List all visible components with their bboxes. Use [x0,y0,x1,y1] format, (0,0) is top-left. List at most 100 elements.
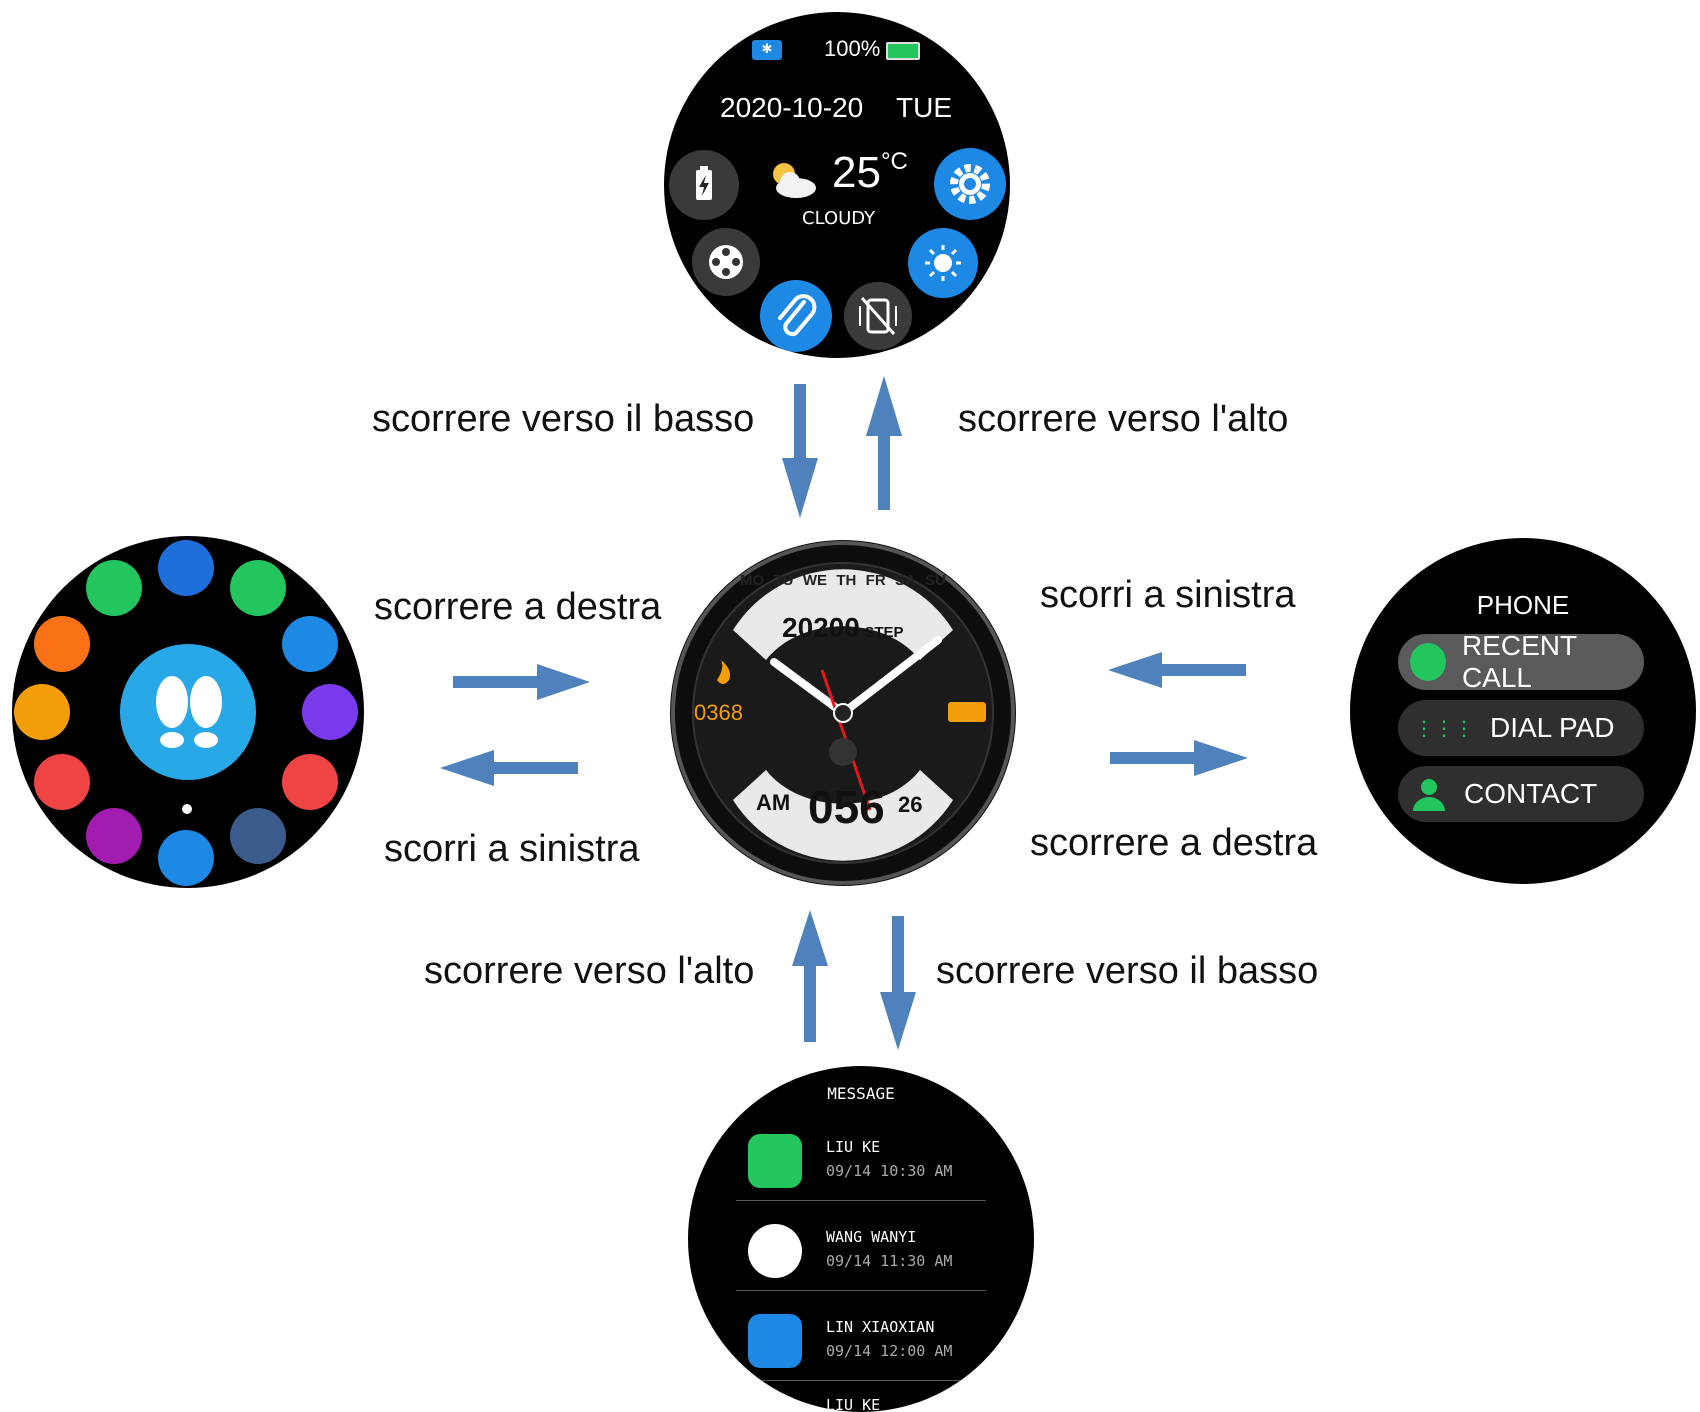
footprints-icon [156,676,222,748]
arrow-top-up [866,376,902,510]
time-small: 26 [898,792,923,817]
divider [736,1290,986,1291]
dial-pad-button[interactable]: ⋮⋮⋮ DIAL PAD [1398,700,1644,756]
message-item[interactable]: LIU KE 09/14 10:30 AM [688,1126,1034,1206]
divider [736,1200,986,1201]
brightness-button[interactable] [908,228,978,298]
vibrate-off-button[interactable] [844,282,912,350]
temperature-number: 25 [832,148,881,197]
day-sa: SA [894,572,916,589]
watch-phone-menu[interactable]: PHONE RECENT CALL ⋮⋮⋮ DIAL PAD CONTACT [1350,538,1696,884]
weather-app-icon[interactable] [158,540,214,596]
brightness-icon [925,245,961,281]
heart-app-icon[interactable] [34,754,90,810]
watch-control-panel[interactable]: ✱ 100% 2020-10-20 TUE 25°C CLOUDY [664,12,1010,358]
arrow-left-left [440,750,578,786]
message-item[interactable]: WANG WANYI 09/14 11:30 AM [688,1216,1034,1296]
temperature-unit: °C [880,148,908,175]
battery-saver-button[interactable] [669,150,739,220]
page-dot [182,804,192,814]
music-app-icon[interactable] [302,684,358,740]
whatsapp-icon [748,1134,802,1188]
steps-value: 20200 [782,612,860,643]
label-right-left: scorri a sinistra [1040,574,1296,616]
message-sender: LIU KE [826,1138,881,1156]
steps-unit: STEP [864,624,904,641]
weekday-text: TUE [896,92,952,123]
watch-face-graphic [671,541,1015,885]
message-time: 09/14 12:00 AM [826,1342,953,1360]
theater-mode-button[interactable] [692,228,760,296]
steps-app-center[interactable] [120,644,256,780]
label-left-right: scorrere a destra [374,586,662,628]
message-sender: LIU KE [826,1396,881,1412]
run-app-icon[interactable] [14,684,70,740]
message-item[interactable]: LIN XIAOXIAN 09/14 12:00 AM [688,1306,1034,1386]
watch-app-menu[interactable] [12,536,364,888]
label-top-up: scorrere verso l'alto [958,398,1289,440]
step-count: 20200 STEP [782,612,904,644]
vibrate-off-icon [859,297,897,335]
dialpad-icon: ⋮⋮⋮ [1414,716,1474,740]
time-main: 056 [808,781,885,833]
message-sender: LIN XIAOXIAN [826,1318,935,1336]
contact-button[interactable]: CONTACT [1398,766,1644,822]
cloud-sun-icon [773,163,816,198]
message-title: MESSAGE [827,1084,895,1103]
clock-icon [1410,643,1446,681]
message-sender: WANG WANYI [826,1228,917,1246]
temperature-app-icon[interactable] [34,616,90,672]
temperature-value: 25°C [832,148,908,198]
day-we: WE [802,572,827,589]
arrow-left-right [453,664,590,700]
contact-label: CONTACT [1464,778,1598,809]
calories-value: 0368 [694,700,743,725]
divider [736,1380,986,1381]
clip-button[interactable] [760,280,832,352]
label-bottom-down: scorrere verso il basso [936,950,1319,992]
arrow-bottom-down [880,916,916,1050]
settings-button[interactable] [934,148,1006,220]
recent-call-button[interactable]: RECENT CALL [1398,630,1644,693]
watch-face-main[interactable]: MO TU WE TH FR SA SU 20200 STEP 0368 AM … [670,540,1016,886]
arrow-right-left [1108,652,1246,688]
weather-text: CLOUDY [802,208,876,229]
day-mo: MO [740,572,765,589]
arrow-right-right [1110,740,1248,776]
settings-icon [950,164,990,204]
dial-pad-label: DIAL PAD [1490,712,1615,743]
label-top-down: scorrere verso il basso [372,398,755,440]
day-th: TH [836,572,857,589]
footprint-app-icon[interactable] [158,830,214,886]
day-fr: FR [865,572,886,589]
date-text: 2020-10-20 [720,92,864,123]
camera-app-icon[interactable] [282,616,338,672]
arrow-bottom-up [792,910,828,1042]
oxygen-app-icon[interactable] [86,560,142,616]
film-icon [709,245,743,279]
contact-icon [1413,779,1445,811]
skype-icon [748,1314,802,1368]
phone-title: PHONE [1476,590,1570,620]
message-app-icon[interactable] [230,560,286,616]
label-left-left: scorri a sinistra [384,828,640,870]
sleep-app-icon[interactable] [86,808,142,864]
facebook-icon [748,1224,802,1278]
label-bottom-up: scorrere verso l'alto [424,950,755,992]
recent-call-label: RECENT CALL [1461,630,1577,693]
weekday-ring: MO TU WE TH FR SA SU [740,572,946,589]
arrow-top-down [782,384,818,518]
watch-messages[interactable]: MESSAGE LIU KE 09/14 10:30 AM WANG WANYI… [688,1066,1034,1412]
clip-icon [778,294,817,337]
game-app-icon[interactable] [282,754,338,810]
message-time: 09/14 11:30 AM [826,1252,953,1270]
battery-icon [696,166,712,200]
day-tu: TU [773,572,794,589]
settings-app-icon[interactable] [230,808,286,864]
battery-full-icon [886,42,920,60]
bluetooth-icon: ✱ [752,40,782,60]
label-right-right: scorrere a destra [1030,822,1318,864]
message-time: 09/14 10:30 AM [826,1162,953,1180]
battery-percent: 100% [824,36,881,61]
